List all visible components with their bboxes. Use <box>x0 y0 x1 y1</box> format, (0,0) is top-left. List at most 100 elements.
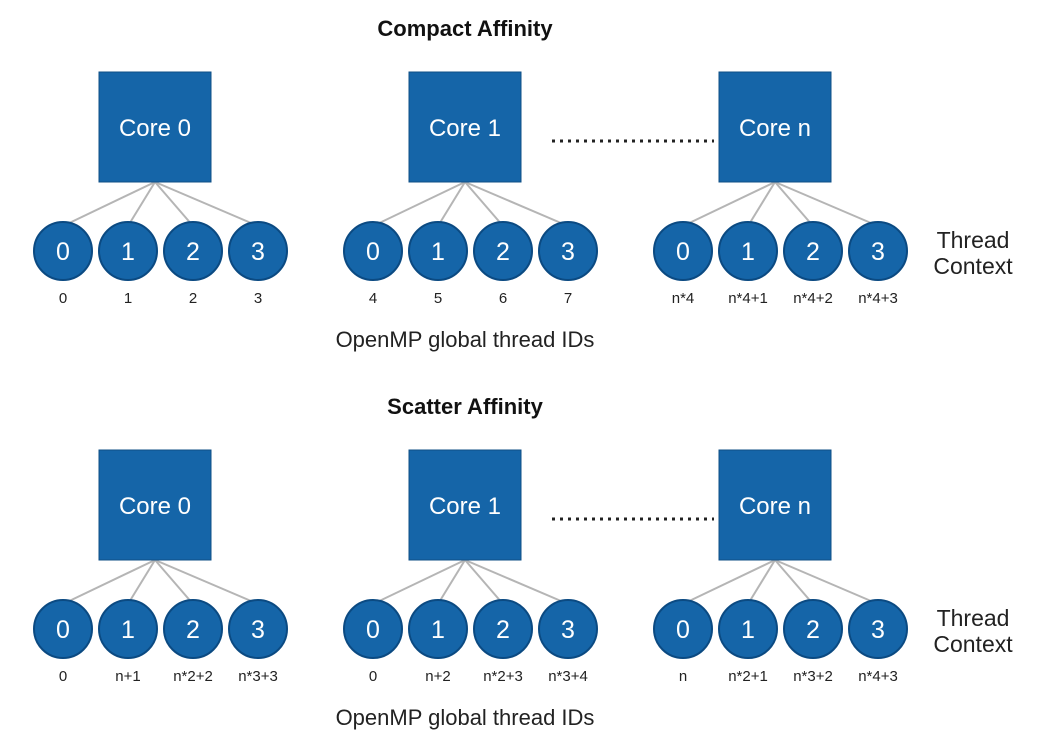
global-thread-id: n*3+2 <box>793 668 833 685</box>
connector-line <box>437 181 466 227</box>
connector-line <box>682 559 776 605</box>
thread-label: 2 <box>496 616 510 644</box>
thread-circle <box>228 599 288 659</box>
thread-label: 2 <box>806 238 820 266</box>
core-label: Core 0 <box>119 115 191 142</box>
thread-label: 3 <box>251 238 265 266</box>
global-thread-id: 0 <box>369 668 377 685</box>
thread-label: 3 <box>561 238 575 266</box>
section-title: Scatter Affinity <box>387 394 543 419</box>
thread-circle <box>408 599 468 659</box>
thread-label: 0 <box>676 238 690 266</box>
thread-circle <box>163 599 223 659</box>
global-thread-id: n*4 <box>672 290 695 307</box>
thread-label: 1 <box>431 238 445 266</box>
connector-line <box>464 559 504 605</box>
connector-line <box>464 181 504 227</box>
thread-circle <box>98 599 158 659</box>
thread-label: 3 <box>251 616 265 644</box>
thread-context-label: Context <box>933 253 1013 279</box>
core-box <box>98 449 212 561</box>
thread-label: 0 <box>56 616 70 644</box>
connector-line <box>774 559 814 605</box>
thread-circle <box>848 599 908 659</box>
global-thread-id: n*4+2 <box>793 290 833 307</box>
global-thread-id: 0 <box>59 290 67 307</box>
connector-line <box>372 559 466 605</box>
core-label: Core 1 <box>429 115 501 142</box>
global-thread-id: 7 <box>564 290 572 307</box>
global-thread-id: 1 <box>124 290 132 307</box>
thread-circle <box>473 599 533 659</box>
global-thread-id: 6 <box>499 290 507 307</box>
global-thread-id: n*4+1 <box>728 290 768 307</box>
core-group: Core n0n*41n*4+12n*4+23n*4+3 <box>653 71 908 307</box>
global-thread-id: 3 <box>254 290 262 307</box>
global-thread-id: n+1 <box>115 668 140 685</box>
thread-label: 3 <box>871 238 885 266</box>
core-box <box>718 71 832 183</box>
section-title: Compact Affinity <box>377 16 553 41</box>
core-box <box>98 71 212 183</box>
thread-label: 1 <box>431 616 445 644</box>
global-thread-id: n <box>679 668 687 685</box>
connector-line <box>154 559 259 605</box>
thread-circle <box>98 221 158 281</box>
thread-label: 1 <box>741 238 755 266</box>
thread-label: 2 <box>186 238 200 266</box>
global-ids-caption: OpenMP global thread IDs <box>336 327 595 352</box>
thread-circle <box>343 599 403 659</box>
global-thread-id: n*4+3 <box>858 290 898 307</box>
global-thread-id: n+2 <box>425 668 450 685</box>
thread-label: 1 <box>121 616 135 644</box>
core-box <box>408 71 522 183</box>
connector-line <box>774 181 879 227</box>
thread-label: 2 <box>186 616 200 644</box>
thread-circle <box>473 221 533 281</box>
thread-label: 0 <box>56 238 70 266</box>
thread-circle <box>33 599 93 659</box>
global-thread-id: 0 <box>59 668 67 685</box>
thread-label: 2 <box>806 616 820 644</box>
thread-label: 1 <box>741 616 755 644</box>
global-thread-id: n*3+4 <box>548 668 588 685</box>
thread-circle <box>408 221 468 281</box>
connector-line <box>774 181 814 227</box>
connector-line <box>437 559 466 605</box>
thread-label: 2 <box>496 238 510 266</box>
connector-line <box>682 181 776 227</box>
core-group: Core 0 0 0 1 1 2 2 3 3 <box>33 71 288 307</box>
connector-line <box>774 559 879 605</box>
global-thread-id: n*2+2 <box>173 668 213 685</box>
thread-circle <box>343 221 403 281</box>
connector-line <box>154 181 194 227</box>
thread-circle <box>718 221 778 281</box>
connector-line <box>747 559 776 605</box>
connector-line <box>62 181 156 227</box>
thread-circle <box>228 221 288 281</box>
thread-context-label: Context <box>933 631 1013 657</box>
global-thread-id: n*4+3 <box>858 668 898 685</box>
thread-circle <box>33 221 93 281</box>
thread-circle <box>163 221 223 281</box>
thread-circle <box>653 221 713 281</box>
thread-circle <box>783 221 843 281</box>
thread-label: 3 <box>871 616 885 644</box>
global-thread-id: 4 <box>369 290 377 307</box>
thread-context-label: Thread <box>937 227 1010 253</box>
connector-line <box>464 559 569 605</box>
connector-line <box>62 559 156 605</box>
global-thread-id: 2 <box>189 290 197 307</box>
connector-line <box>464 181 569 227</box>
thread-label: 1 <box>121 238 135 266</box>
global-thread-id: n*2+1 <box>728 668 768 685</box>
connector-line <box>127 181 156 227</box>
thread-circle <box>538 599 598 659</box>
